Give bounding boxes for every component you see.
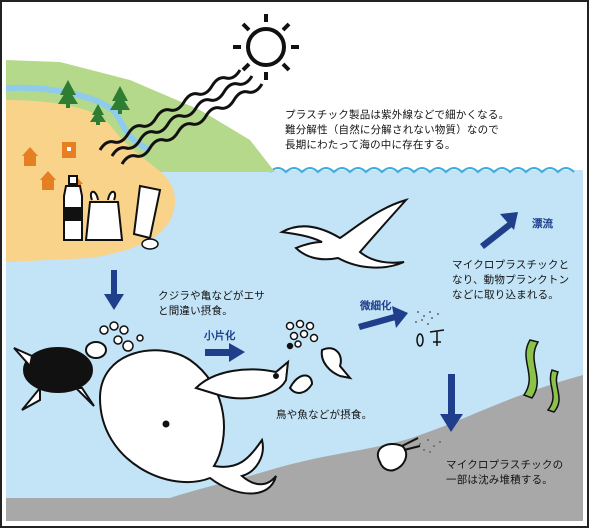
sediment-caption: マイクロプラスチックの 一部は沈み堆積する。 — [446, 458, 563, 488]
sediment-caption-line-2: 一部は沈み堆積する。 — [446, 474, 553, 486]
plastic-cup-icon — [132, 184, 162, 240]
main-caption: プラスチック製品は紫外線などで細かくなる。 難分解性（自然に分解されない物質）な… — [285, 108, 509, 153]
arrow-down-beach — [104, 270, 124, 310]
arrow-fragment — [205, 343, 245, 362]
label-fragment: 小片化 — [204, 330, 236, 342]
sun-icon — [233, 14, 299, 80]
sediment-caption-line-1: マイクロプラスチックの — [446, 459, 564, 471]
label-drift: 漂流 — [532, 218, 553, 230]
wave-line — [269, 167, 575, 174]
seaweed-icon — [522, 339, 560, 413]
tree-icon — [58, 80, 130, 125]
plastic-fragment-icon — [285, 319, 319, 350]
plankton-caption-line-2: なり、動物プランクトン — [452, 274, 570, 286]
arrow-micro — [358, 306, 408, 330]
small-fish-icon — [288, 347, 353, 394]
plankton-caption: マイクロプラスチックと なり、動物プランクトン などに取り込まれる。 — [452, 258, 569, 303]
cap-icon — [141, 238, 159, 250]
seabird-icon — [278, 198, 410, 269]
whale-caption: クジラや亀などがエサ と間違い摂食。 — [158, 289, 265, 319]
bubble-icon — [99, 321, 144, 352]
microplastic-dots — [415, 311, 441, 453]
plankton-caption-line-3: などに取り込まれる。 — [452, 289, 559, 301]
beach — [6, 100, 175, 262]
whale-caption-line-1: クジラや亀などがエサ — [158, 290, 265, 302]
main-caption-line-1: プラスチック製品は紫外線などで細かくなる。 — [285, 109, 510, 121]
main-caption-line-3: 長期にわたって海の中に存在する。 — [285, 139, 456, 151]
arrow-drift — [480, 212, 518, 249]
label-micro: 微細化 — [360, 300, 392, 312]
whale-caption-line-2: と間違い摂食。 — [158, 305, 233, 317]
uv-ray-lines — [98, 69, 264, 165]
plankton-caption-line-1: マイクロプラスチックと — [452, 259, 570, 271]
seabed — [6, 375, 583, 521]
shrimp-icon — [377, 437, 421, 472]
plastic-bottle-icon — [63, 175, 83, 241]
fish-caption: 鳥や魚などが摂食。 — [276, 409, 373, 421]
sea-turtle-icon — [13, 341, 107, 411]
plastic-bag-icon — [84, 190, 124, 241]
fish-icon — [194, 359, 290, 400]
plankton-icon — [416, 329, 445, 347]
arrow-sink — [440, 374, 463, 432]
main-caption-line-2: 難分解性（自然に分解されない物質）なので — [285, 124, 499, 136]
whale-icon — [98, 349, 277, 495]
